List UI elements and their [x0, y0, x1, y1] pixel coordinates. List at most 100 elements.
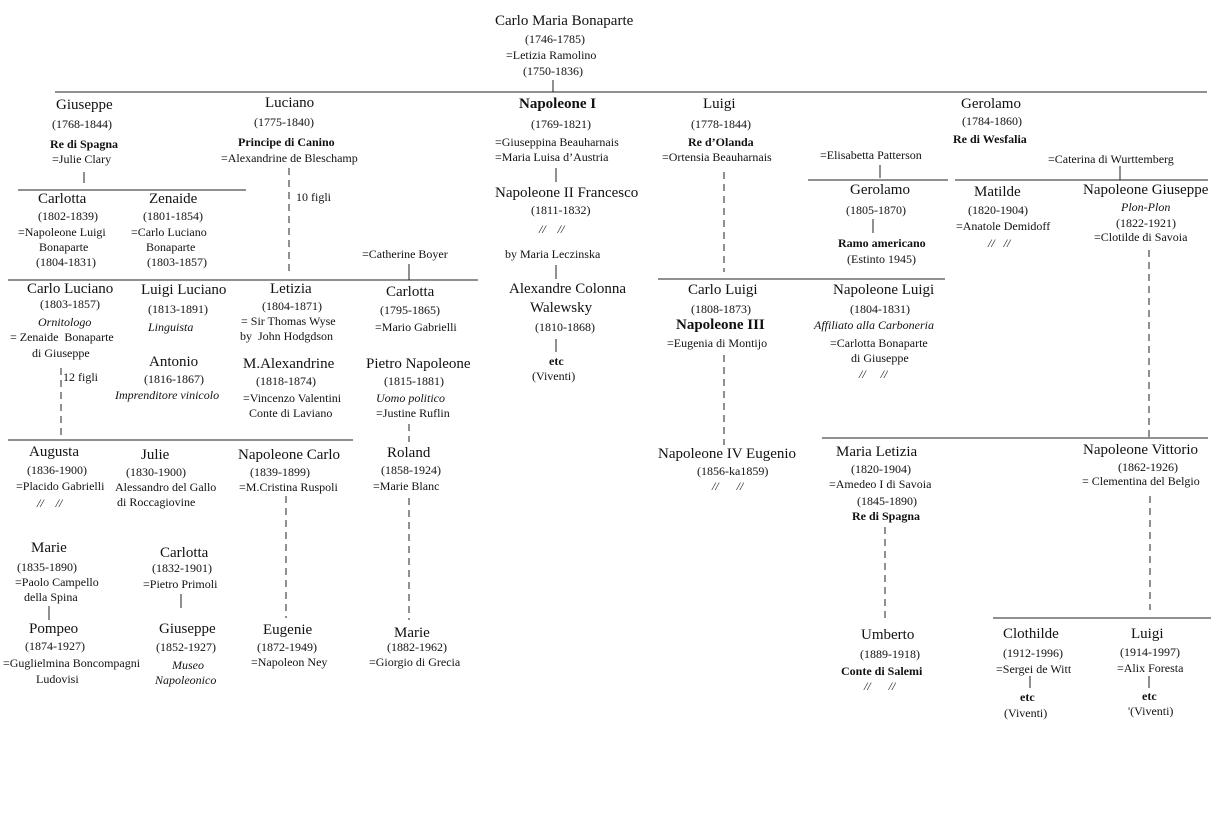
pompeo-spouse-line2: Ludovisi: [36, 672, 79, 686]
napoleone-carlo-spouse: =M.Cristina Ruspoli: [239, 480, 338, 494]
eugenie-dates: (1872-1949): [257, 640, 317, 654]
marie-c-name: Marie: [31, 540, 67, 556]
carlotta-l-name: Carlotta: [386, 284, 435, 300]
boyer-spouse: =Catherine Boyer: [362, 247, 448, 261]
luigi-name: Luigi: [703, 96, 736, 112]
luciano-name: Luciano: [265, 95, 315, 111]
napoleone-luigi-spouse-line2: di Giuseppe: [851, 351, 909, 365]
napoleone2-name: Napoleone II Francesco: [495, 185, 639, 201]
luigi-luciano-dates: (1813-1891): [148, 302, 208, 316]
carlo-luciano-name: Carlo Luciano: [27, 281, 114, 297]
giuseppe-p-note: Museo: [172, 658, 204, 672]
carlotta-g-spouse-dates: (1804-1831): [36, 255, 96, 269]
roland-name: Roland: [387, 445, 431, 461]
luigi-title: Re d’Olanda: [688, 135, 754, 149]
augusta-name: Augusta: [29, 444, 79, 460]
giuseppe-p-name: Giuseppe: [159, 621, 216, 637]
walewski-name2: Walewsky: [530, 300, 593, 316]
julie-name: Julie: [141, 447, 170, 463]
letizia-name: Letizia: [270, 281, 312, 297]
zenaide-spouse-dates: (1803-1857): [147, 255, 207, 269]
julie-spouse-line2: di Roccagiovine: [117, 495, 196, 509]
antonio-note: Imprenditore vinicolo: [115, 388, 220, 402]
walewski-etc: etc: [549, 354, 564, 368]
carlotta-g-spouse: =Napoleone Luigi: [18, 225, 106, 239]
carlo-luciano-spouse-line2: di Giuseppe: [32, 346, 90, 360]
pompeo-name: Pompeo: [29, 621, 79, 637]
marie-g-dates: (1882-1962): [387, 640, 447, 654]
clothilde-spouse: =Sergei de Witt: [996, 662, 1072, 676]
maria-letizia-spouse-dates: (1845-1890): [857, 494, 917, 508]
giuseppe-spouse: =Julie Clary: [52, 152, 112, 166]
julie-dates: (1830-1900): [126, 465, 186, 479]
clothilde-etc: etc: [1020, 690, 1035, 704]
matilde-spouse: =Anatole Demidoff: [956, 219, 1051, 233]
carlo-luciano-dates: (1803-1857): [40, 297, 100, 311]
umberto-title: Conte di Salemi: [841, 664, 923, 678]
clothilde-name: Clothilde: [1003, 626, 1059, 642]
gerolamo2-dates: (1805-1870): [846, 203, 906, 217]
carlo-luciano-spouse: = Zenaide Bonaparte: [10, 330, 114, 344]
carlo-luciano-children-count: 12 figli: [63, 370, 98, 384]
luciano-dates: (1775-1840): [254, 115, 314, 129]
letizia-spouse-line2: by John Hodgdson: [240, 329, 334, 343]
napoleone-spouse1: =Giuseppina Beauharnais: [495, 135, 619, 149]
umberto-dates: (1889-1918): [860, 647, 920, 661]
carlotta-g-spouse-line2: Bonaparte: [39, 240, 89, 254]
giuseppe-title: Re di Spagna: [50, 137, 119, 151]
napoleone-vittorio-name: Napoleone Vittorio: [1083, 442, 1199, 458]
clothilde-dates: (1912-1996): [1003, 646, 1063, 660]
luigi-f-dates: (1914-1997): [1120, 645, 1180, 659]
maria-letizia-title: Re di Spagna: [852, 509, 921, 523]
julie-spouse: Alessandro del Gallo: [115, 480, 217, 494]
matilde-dates: (1820-1904): [968, 203, 1028, 217]
walewski-viventi: (Viventi): [532, 369, 576, 383]
eugenie-spouse: =Napoleon Ney: [251, 655, 328, 669]
carlo-luciano-note: Ornitologo: [38, 315, 92, 329]
augusta-mark: // //: [37, 496, 63, 510]
root-name: Carlo Maria Bonaparte: [495, 13, 634, 29]
luigi-luciano-note: Linguista: [148, 320, 194, 334]
gerolamo-name: Gerolamo: [961, 96, 1021, 112]
giuseppe-p-dates: (1852-1927): [156, 640, 216, 654]
letizia-spouse: = Sir Thomas Wyse: [241, 314, 336, 328]
napoleone-vittorio-dates: (1862-1926): [1118, 460, 1178, 474]
carlotta-p-spouse: =Pietro Primoli: [143, 577, 218, 591]
marie-c-dates: (1835-1890): [17, 560, 77, 574]
marie-g-name: Marie: [394, 625, 430, 641]
carlotta-l-spouse: =Mario Gabrielli: [375, 320, 457, 334]
umberto-name: Umberto: [861, 627, 915, 643]
gerolamo2-branch: Ramo americano: [838, 236, 926, 250]
giuseppe-dates: (1768-1844): [52, 117, 112, 131]
carlotta-p-name: Carlotta: [160, 545, 209, 561]
luigi-f-etc: etc: [1142, 689, 1157, 703]
luigi-spouse: =Ortensia Beauharnais: [662, 150, 772, 164]
plonplon-dates: (1822-1921): [1116, 216, 1176, 230]
napoleone-luigi-note: Affiliato alla Carboneria: [814, 318, 935, 332]
malexandrine-spouse-line2: Conte di Laviano: [249, 406, 333, 420]
pietro-name: Pietro Napoleone: [366, 356, 471, 372]
root-dates: (1746-1785): [525, 32, 585, 46]
pompeo-spouse: =Guglielmina Boncompagni: [3, 656, 141, 670]
luigi-f-spouse: =Alix Foresta: [1117, 661, 1184, 675]
matilde-name: Matilde: [974, 184, 1021, 200]
matilde-mark: // //: [988, 236, 1011, 250]
napoleone2-dates: (1811-1832): [531, 203, 591, 217]
gerolamo-spouse1: =Elisabetta Patterson: [820, 148, 922, 162]
carlo-luigi-spouse: =Eugenia di Montijo: [667, 336, 768, 350]
pietro-spouse: =Justine Ruflin: [376, 406, 450, 420]
napoleone-luigi-spouse: =Carlotta Bonaparte: [830, 336, 928, 350]
carlo-luigi-dates: (1808-1873): [691, 302, 751, 316]
luigi-f-viventi: '(Viventi): [1128, 704, 1174, 718]
root-spouse-dates: (1750-1836): [523, 64, 583, 78]
luciano-spouse: =Alexandrine de Bleschamp: [221, 151, 358, 165]
napoleone-luigi-dates: (1804-1831): [850, 302, 910, 316]
antonio-name: Antonio: [149, 354, 199, 370]
napoleone-spouse2: =Maria Luisa d’Austria: [495, 150, 609, 164]
luciano-children-count: 10 figli: [296, 190, 331, 204]
carlotta-p-dates: (1832-1901): [152, 561, 212, 575]
malexandrine-dates: (1818-1874): [256, 374, 316, 388]
plonplon-nickname: Plon-Plon: [1121, 200, 1171, 214]
marie-c-spouse-line2: della Spina: [24, 590, 78, 604]
marie-g-spouse: =Giorgio di Grecia: [369, 655, 461, 669]
